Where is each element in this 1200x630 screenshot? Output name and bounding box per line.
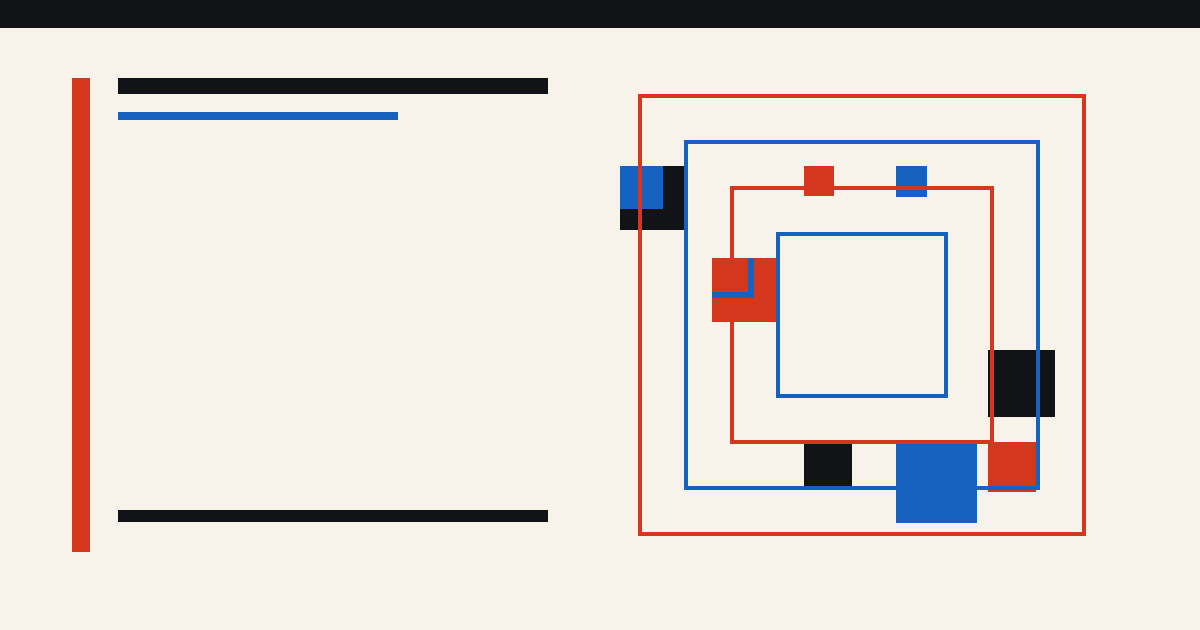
red-square-top: [804, 166, 834, 196]
top-bar: [0, 0, 1200, 28]
blue-corner-mark-h: [712, 292, 754, 298]
outer-red-frame: [638, 94, 1086, 536]
red-frame-3: [730, 186, 994, 444]
black-block-right: [988, 350, 1055, 417]
title-line: [118, 78, 548, 94]
footer-line: [118, 510, 548, 522]
subtitle-line: [118, 112, 398, 120]
blue-corner-mark-v: [748, 258, 754, 298]
red-block-mid: [712, 258, 778, 322]
red-block-bottom-right: [988, 442, 1036, 492]
black-block-bottom: [804, 442, 852, 486]
left-accent-bar: [72, 78, 90, 552]
blue-block-bottom: [896, 442, 977, 523]
blue-frame-inner: [776, 232, 948, 398]
blue-frame-2: [684, 140, 1040, 490]
blue-square-top: [896, 166, 927, 197]
